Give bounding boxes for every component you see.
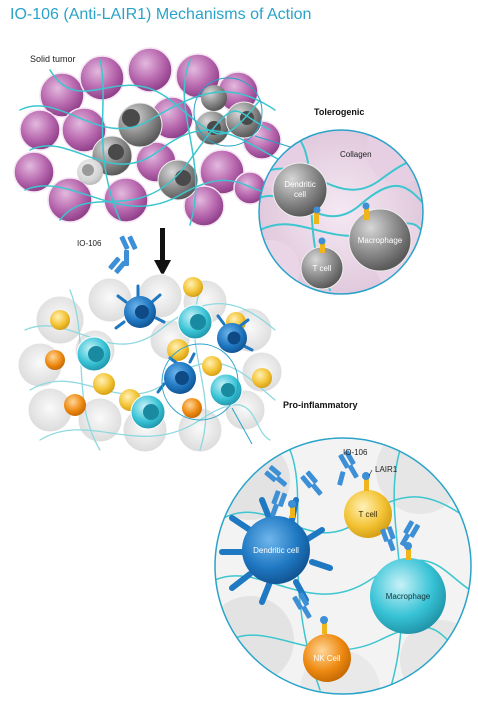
dendritic-cell-bottom-label: Dendritic cell — [253, 546, 299, 555]
antibody-icon — [108, 235, 138, 274]
inflamed-tumor-cluster — [17, 273, 283, 453]
nk-cell-label: NK Cell — [313, 654, 340, 663]
zoom-connector-bottom — [231, 407, 253, 445]
t-cell-bottom-label: T cell — [359, 510, 378, 519]
down-arrow-icon — [154, 228, 171, 276]
page-title: IO-106 (Anti-LAIR1) Mechanisms of Action — [10, 6, 312, 23]
macrophage-bottom-label: Macrophage — [386, 592, 431, 601]
pro-inflammatory-zoom: IO-106 LAIR1 T cell Dendritic cell Macro… — [214, 437, 472, 695]
macrophage-top-label: Macrophage — [358, 236, 403, 245]
solid-tumor-label: Solid tumor — [30, 54, 76, 64]
lair1-pointer — [368, 469, 373, 477]
t-cell-top-label: T cell — [313, 264, 332, 273]
io106-label-top: IO-106 — [77, 239, 102, 248]
solid-tumor-cluster — [13, 47, 282, 227]
dendritic-cell-top-label-line1: Dendritic — [284, 180, 316, 189]
lair1-label: LAIR1 — [375, 465, 398, 474]
dendritic-cell-top-label-line2: cell — [294, 190, 306, 199]
collagen-label: Collagen — [340, 150, 372, 159]
tolerogenic-label: Tolerogenic — [314, 107, 364, 117]
io106-label-bottom: IO-106 — [343, 448, 368, 457]
pro-inflammatory-label: Pro-inflammatory — [283, 400, 358, 410]
